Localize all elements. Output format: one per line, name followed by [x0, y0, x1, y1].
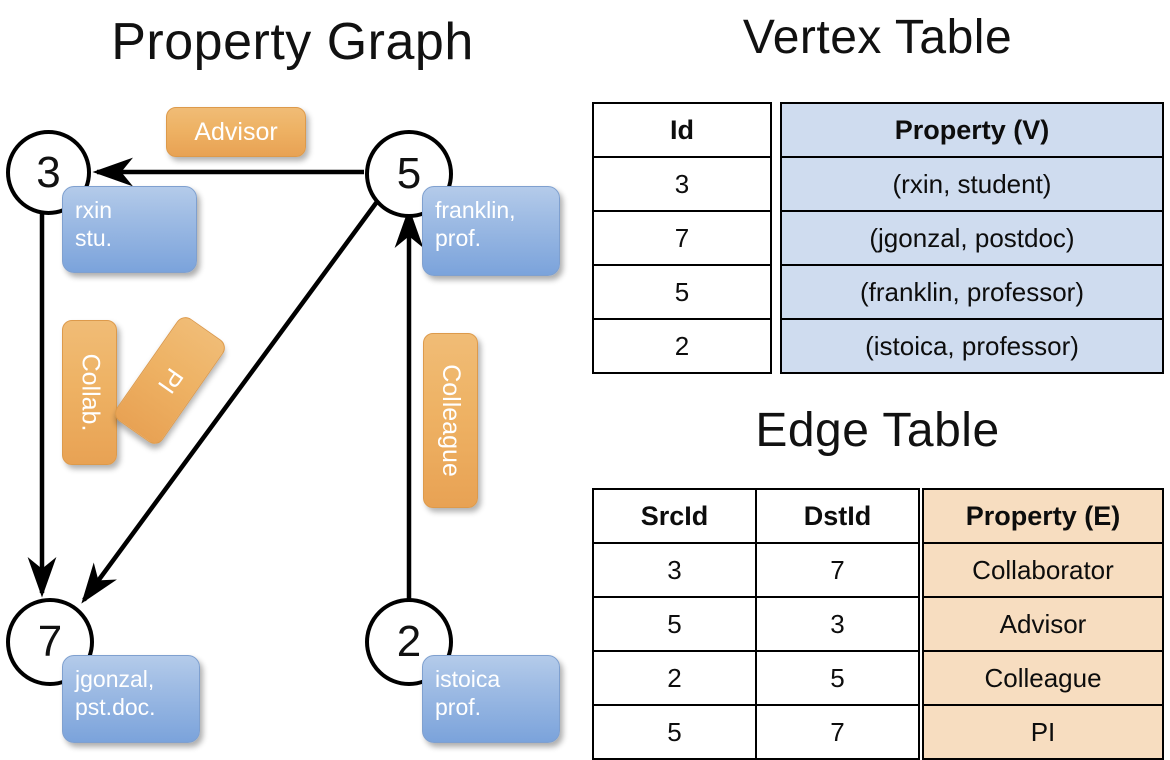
- node-property-istoica-line1: istoica: [435, 666, 501, 692]
- table-row: 2 5: [592, 650, 920, 706]
- edge-cell-dstid: 7: [755, 542, 920, 598]
- edge-label-pi-text: PI: [152, 363, 189, 399]
- edge-cell-property: PI: [922, 704, 1164, 760]
- table-header-row: Property (E): [922, 488, 1164, 544]
- table-row: (jgonzal, postdoc): [780, 210, 1164, 266]
- table-row: 5 3: [592, 596, 920, 652]
- vertex-cell-property: (franklin, professor): [780, 264, 1164, 320]
- table-row: 2: [592, 318, 772, 374]
- table-row: (franklin, professor): [780, 264, 1164, 320]
- vertex-cell-property: (rxin, student): [780, 156, 1164, 212]
- page-title-vertex-table: Vertex Table: [742, 11, 1013, 64]
- node-property-franklin-line2: prof.: [435, 225, 482, 252]
- edge-cell-property: Advisor: [922, 596, 1164, 652]
- table-row: 5 7: [592, 704, 920, 760]
- node-property-rxin-line1: rxin: [75, 197, 113, 223]
- edge-cell-dstid: 7: [755, 704, 920, 760]
- table-row: 3: [592, 156, 772, 212]
- edge-cell-srcid: 2: [592, 650, 757, 706]
- edge-5-to-7: [81, 197, 381, 604]
- edge-cell-property: Colleague: [922, 650, 1164, 706]
- vertex-cell-id: 2: [592, 318, 772, 374]
- table-row: Advisor: [922, 596, 1164, 652]
- edge-label-colleague: Colleague: [423, 333, 478, 508]
- vertex-table-id-column: Id 3 7 5 2: [592, 102, 772, 374]
- vertex-cell-id: 7: [592, 210, 772, 266]
- table-header-row: Id: [592, 102, 772, 158]
- property-graph-diagram: 3 5 7 2 rxin stu. franklin, prof. jgonza…: [6, 107, 560, 743]
- edge-cell-dstid: 3: [755, 596, 920, 652]
- edge-label-collab: Collab.: [62, 320, 117, 465]
- edge-table-src-dst-columns: SrcId DstId 3 7 5 3 2 5 5 7: [592, 488, 920, 760]
- node-property-franklin-line1: franklin,: [435, 197, 516, 223]
- vertex-cell-property: (jgonzal, postdoc): [780, 210, 1164, 266]
- edge-label-collab-text: Collab.: [76, 353, 105, 432]
- edge-cell-srcid: 3: [592, 542, 757, 598]
- edge-header-dstid: DstId: [755, 488, 920, 544]
- node-property-box-rxin: rxin stu.: [62, 186, 197, 273]
- edge-cell-srcid: 5: [592, 704, 757, 760]
- table-row: PI: [922, 704, 1164, 760]
- table-row: (rxin, student): [780, 156, 1164, 212]
- vertex-table-property-column: Property (V) (rxin, student) (jgonzal, p…: [780, 102, 1164, 374]
- edge-cell-dstid: 5: [755, 650, 920, 706]
- page-title-property-graph: Property Graph: [111, 13, 474, 71]
- graph-node-7-label: 7: [37, 617, 63, 666]
- graph-node-2-label: 2: [396, 617, 422, 666]
- table-row: 5: [592, 264, 772, 320]
- graph-edges-svg: [27, 157, 424, 604]
- edge-label-advisor-text: Advisor: [194, 117, 278, 146]
- page-title-edge-table: Edge Table: [755, 404, 1000, 457]
- graph-node-2[interactable]: 2: [365, 598, 453, 686]
- node-property-box-istoica: istoica prof.: [422, 655, 560, 743]
- edge-label-colleague-text: Colleague: [437, 364, 465, 477]
- table-header-row: SrcId DstId: [592, 488, 920, 544]
- table-row: Colleague: [922, 650, 1164, 706]
- table-row: 7: [592, 210, 772, 266]
- edge-cell-property: Collaborator: [922, 542, 1164, 598]
- vertex-header-property: Property (V): [780, 102, 1164, 158]
- vertex-cell-id: 5: [592, 264, 772, 320]
- node-property-jgonzal-line2: pst.doc.: [75, 694, 156, 721]
- edge-header-property: Property (E): [922, 488, 1164, 544]
- node-property-istoica-line2: prof.: [435, 694, 482, 721]
- vertex-cell-id: 3: [592, 156, 772, 212]
- table-row: Collaborator: [922, 542, 1164, 598]
- node-property-box-jgonzal: jgonzal, pst.doc.: [62, 655, 200, 743]
- table-row: (istoica, professor): [780, 318, 1164, 374]
- node-property-jgonzal-line1: jgonzal,: [75, 666, 155, 692]
- table-header-row: Property (V): [780, 102, 1164, 158]
- edge-label-advisor: Advisor: [166, 107, 306, 157]
- node-property-rxin-line2: stu.: [75, 225, 113, 252]
- vertex-header-id: Id: [592, 102, 772, 158]
- vertex-cell-property: (istoica, professor): [780, 318, 1164, 374]
- edge-cell-srcid: 5: [592, 596, 757, 652]
- graph-node-3-label: 3: [36, 147, 61, 197]
- edge-header-srcid: SrcId: [592, 488, 757, 544]
- edge-table-property-column: Property (E) Collaborator Advisor Collea…: [922, 488, 1164, 760]
- node-property-box-franklin: franklin, prof.: [422, 186, 560, 276]
- graph-node-5-label: 5: [396, 149, 422, 198]
- table-row: 3 7: [592, 542, 920, 598]
